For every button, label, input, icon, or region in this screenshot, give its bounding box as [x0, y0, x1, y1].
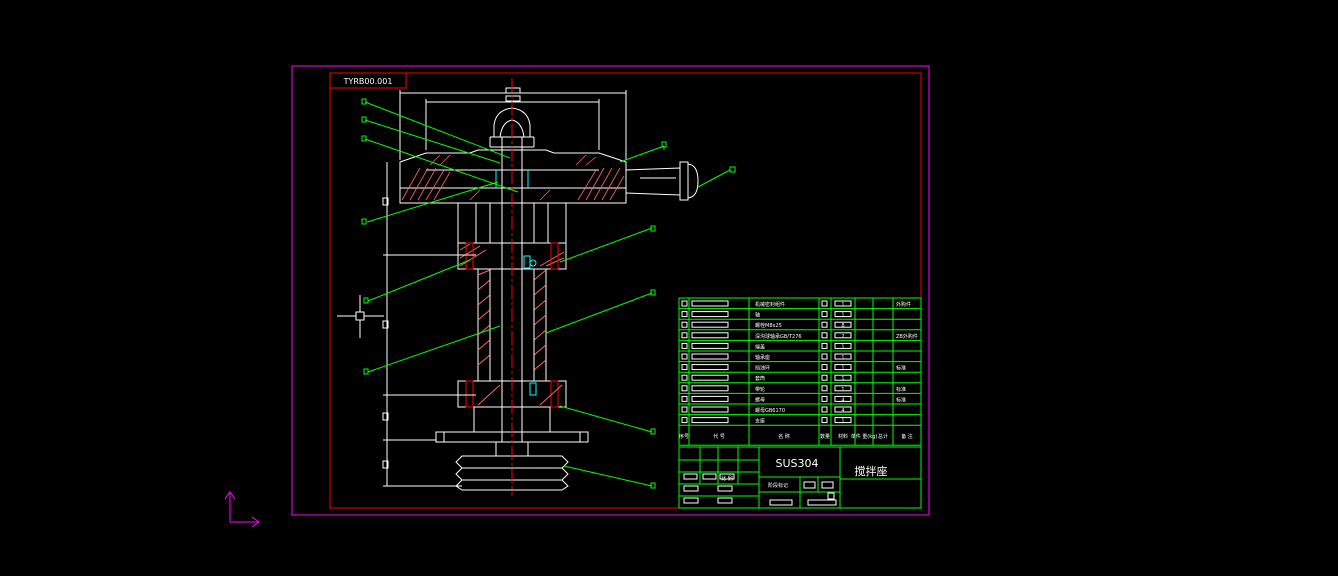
left-dimensions — [382, 162, 476, 487]
ucs-axis-icon — [224, 491, 260, 528]
bom-qty: 1 — [841, 355, 844, 361]
bom-qty: 8 — [841, 323, 844, 329]
bom-note: 标准 — [896, 396, 906, 403]
bom-qty: 1 — [841, 387, 844, 393]
assembly-section-view — [382, 78, 699, 496]
bom-header-name: 名 称 — [778, 433, 790, 440]
bom-qty: 4 — [841, 408, 844, 414]
bom-name: 端盖 — [755, 343, 765, 350]
bom-qty: 2 — [841, 334, 844, 340]
title-block — [678, 446, 922, 509]
bom-name: 挡油环 — [755, 365, 770, 372]
bom-qty: 1 — [841, 376, 844, 382]
bom-qty: 1 — [841, 302, 844, 308]
housing-hatch — [401, 154, 625, 201]
top-dimensions — [399, 87, 627, 160]
bom-header-note: 备 注 — [901, 433, 913, 440]
leader-balloons — [361, 98, 736, 489]
bom-row: 螺母GB6170 4 — [681, 406, 852, 414]
bom-name: 螺栓M8x25 — [755, 322, 782, 329]
bom-row: 螺母 4 标准 — [681, 395, 906, 403]
bom-header-code: 代 号 — [713, 433, 725, 440]
handle — [625, 161, 699, 201]
leader-lines — [364, 101, 731, 487]
bom-header-qty: 数量 — [820, 433, 830, 440]
sheet-border — [291, 65, 930, 516]
bom-name: 深沟球轴承GB/T276 — [755, 333, 802, 340]
bom-row: 端盖 1 — [681, 342, 852, 350]
bom-header-seq: 序号 — [679, 433, 689, 440]
bom-qty: 1 — [841, 313, 844, 319]
bom-name: 带轮 — [755, 386, 765, 393]
bom-row: 带轮 1 标准 — [681, 385, 906, 393]
bom-qty: 1 — [841, 419, 844, 425]
bom-qty: 4 — [841, 397, 844, 403]
title-block-marks — [683, 473, 837, 506]
bom-qty: 1 — [841, 344, 844, 350]
bom-row: 螺栓M8x25 8 — [681, 321, 852, 329]
bom-name: 套筒 — [755, 375, 765, 382]
bom-note: 外购件 — [896, 301, 911, 308]
bom-note: 标准 — [896, 365, 906, 372]
bom-name: 轴 — [755, 312, 760, 319]
bom-name: 轴承座 — [755, 354, 770, 361]
bom-row: 轴承座 1 — [681, 353, 852, 361]
bom-row: 机械密封组件 1 外购件 — [681, 300, 911, 308]
bom-note: 标准 — [896, 386, 906, 393]
bom-header-unit_weight: 单件 重(kg) — [851, 433, 878, 440]
bom-qty: 1 — [841, 366, 844, 372]
bom-row: 套筒 1 — [681, 374, 852, 382]
bom-row: 深沟球轴承GB/T276 2 ZB外购件 — [681, 332, 918, 340]
bom-row: 挡油环 1 标准 — [681, 364, 906, 372]
drawing-code: TYRB00.001 — [343, 77, 393, 86]
bom-name: 支座 — [755, 418, 765, 425]
drawing-code-box: TYRB00.001 — [329, 72, 407, 89]
stage-label: 阶段标记 — [768, 482, 788, 489]
bom-header-total_weight: 总计 — [878, 433, 888, 440]
bom-header-material: 材料 — [838, 433, 848, 440]
seal-detail — [495, 170, 529, 188]
bom-name: 螺母 — [755, 396, 765, 403]
inner-frame — [329, 72, 922, 509]
scale-label: 比 例 — [721, 475, 733, 482]
bom-note: ZB外购件 — [896, 333, 918, 340]
bom-name: 螺母GB6170 — [755, 407, 785, 414]
bom-name: 机械密封组件 — [755, 301, 785, 308]
material-label: SUS304 — [775, 457, 818, 470]
part-name: 搅拌座 — [855, 464, 888, 478]
bom-row: 支座 1 — [681, 417, 852, 425]
crosshair-cursor-icon — [337, 295, 384, 338]
